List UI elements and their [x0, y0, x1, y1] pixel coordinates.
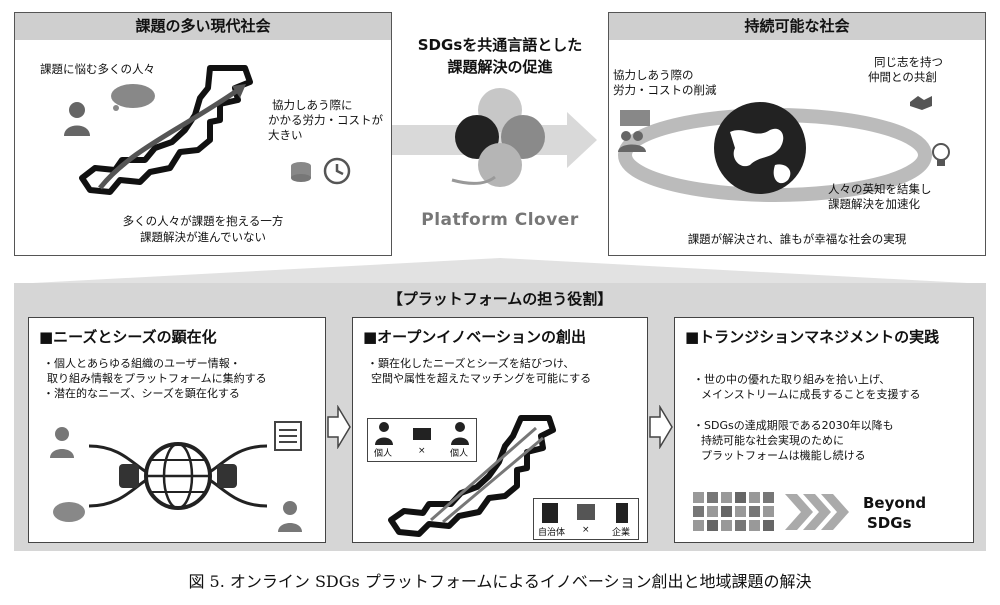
step-arrow-2 — [649, 405, 673, 449]
person-icon — [451, 422, 469, 445]
card-label-right: 企業 — [612, 528, 631, 538]
role-bullet-2b: 持続可能な社会実現のために — [701, 434, 844, 447]
role-bullet-1: ・世の中の優れた取り組みを拾い上げ、 — [693, 373, 891, 386]
building-icon — [542, 503, 558, 523]
chat-icon — [413, 428, 431, 440]
role-bullet-1b: 空間や属性を超えたマッチングを可能にする — [371, 372, 592, 385]
chart-icon — [577, 504, 595, 520]
clock-icon — [323, 157, 351, 185]
thought-cloud-icon — [53, 502, 85, 522]
brand-name: Platform Clover — [421, 210, 579, 230]
sdg-icons-grid — [693, 492, 774, 531]
lightbulb-icon — [932, 143, 950, 166]
figure-caption: 図 5. オンライン SDGs プラットフォームによるイノベーション創出と地域課… — [188, 572, 812, 591]
label-wisdom-line1: 人々の英知を結集し — [828, 182, 932, 196]
role-heading: ■トランジションマネジメントの実践 — [685, 328, 940, 346]
card-label-x: × — [582, 525, 590, 535]
sdgs-label: SDGs — [867, 514, 912, 532]
coins-icon — [291, 162, 311, 182]
japan-map-illustration — [79, 65, 253, 195]
person-icon — [278, 501, 302, 532]
right-footer: 課題が解決され、誰もが幸福な社会の実現 — [687, 232, 907, 246]
thought-cloud-icon — [111, 84, 155, 111]
japan-map-illustration — [388, 415, 556, 537]
beyond-label: Beyond — [863, 494, 927, 512]
footer-line1: 多くの人々が課題を抱える一方 — [122, 214, 284, 228]
role-bullet-1: ・顕在化したニーズとシーズを結びつけ、 — [367, 357, 575, 370]
chat-group-icon — [618, 110, 650, 152]
step-arrow-1 — [327, 405, 351, 449]
card-label-right: 個人 — [450, 449, 469, 459]
label-cost-line3: 大きい — [268, 128, 303, 142]
role-bullet-2: ・SDGsの達成期限である2030年以降も — [693, 419, 894, 432]
label-partner-line1: 同じ志を持つ — [874, 55, 943, 69]
label-people: 課題に悩む多くの人々 — [40, 62, 155, 76]
center-title: SDGsを共通言語とした 課題解決の促進 — [395, 34, 605, 78]
role-box-transition-management: ■トランジションマネジメントの実践 ・世の中の優れた取り組みを拾い上げ、 メイン… — [674, 317, 974, 543]
role-box-needs-seeds: ■ニーズとシーズの顕在化 ・個人とあらゆる組織のユーザー情報・ 取り組み情報をプ… — [28, 317, 326, 543]
person-icon — [375, 422, 393, 445]
card-label-left: 自治体 — [538, 528, 566, 538]
chevrons-right-icon — [785, 494, 849, 530]
globe-network-illustration — [88, 442, 268, 510]
document-icon — [274, 421, 302, 451]
handshake-icon — [910, 96, 932, 110]
footer-line2: 課題解決が進んでいない — [140, 230, 266, 244]
clover-logo-icon — [451, 88, 545, 187]
label-cost-reduction-line1: 協力しあう際の — [613, 68, 694, 82]
person-icon — [50, 427, 74, 458]
person-icon — [64, 102, 90, 136]
role-bullet-1: ・個人とあらゆる組織のユーザー情報・ — [43, 357, 241, 370]
center-title-line2: 課題解決の促進 — [447, 58, 553, 76]
label-cost-line2: かかる労力・コストが — [268, 113, 383, 127]
role-box-open-innovation: ■オープンイノベーションの創出 ・顕在化したニーズとシーズを結びつけ、 空間や属… — [352, 317, 648, 543]
card-label-left: 個人 — [374, 449, 393, 459]
label-cost-reduction-line2: 労力・コストの削減 — [613, 83, 717, 97]
role-heading: ■オープンイノベーションの創出 — [363, 328, 586, 346]
label-cost-line1: 協力しあう際に — [272, 98, 353, 112]
match-card-individuals: 個人 × 個人 — [367, 418, 477, 462]
match-card-organizations: 自治体 × 企業 — [533, 498, 639, 540]
panel-title: 持続可能な社会 — [609, 13, 985, 40]
role-bullet-2c: プラットフォームは機能し続ける — [701, 449, 866, 462]
earth-orbit-illustration — [618, 102, 932, 202]
label-wisdom-line2: 課題解決を加速化 — [828, 197, 920, 211]
role-bullet-1b: 取り組み情報をプラットフォームに集約する — [47, 372, 267, 385]
center-title-line1: SDGsを共通言語とした — [417, 36, 583, 54]
card-label-x: × — [418, 446, 426, 456]
role-bullet-1b: メインストリームに成長することを支援する — [701, 388, 921, 401]
panel-title: 課題の多い現代社会 — [15, 13, 391, 40]
roles-title: 【プラットフォームの担う役割】 — [387, 290, 613, 308]
label-partner-line2: 仲間との共創 — [868, 70, 937, 84]
band-roof — [14, 258, 986, 284]
building-icon — [616, 503, 628, 523]
role-bullet-2: ・潜在的なニーズ、シーズを顕在化する — [43, 387, 240, 400]
role-heading: ■ニーズとシーズの顕在化 — [39, 328, 217, 346]
